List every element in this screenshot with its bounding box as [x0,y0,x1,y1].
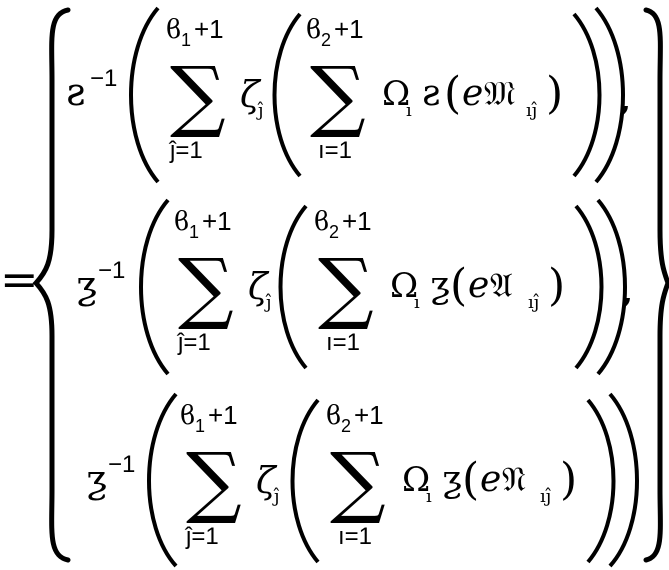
omega: Ω [402,460,430,500]
outer-paren-right [594,6,625,184]
inner-upper-plus: +1 [342,206,372,236]
omega: Ω [382,74,410,114]
inner-sum-sigma: ∑ [330,437,386,527]
function: ƨ [422,73,440,114]
row-comma: , [622,270,633,311]
inner-lower-limit: ı=1 [338,523,372,550]
zeta: ζ [256,461,278,502]
inverse-function: ƺ [76,263,97,307]
outer-upper-var: ϐ [174,207,189,237]
zeta: ζ [240,75,262,116]
equation-row-2: ƺ −1 ϐ 1 +1 ∑ ĵ=1 ζ ĵ ϐ 2 +1 ∑ ı=1 Ω ı ƺ… [76,198,633,376]
inner-upper-var: ϐ [314,207,329,237]
inner-paren-right [572,12,602,178]
zeta-subscript: ĵ [256,100,264,121]
outer-sum-sigma: ∑ [178,243,234,333]
outer-lower-limit: ĵ=1 [184,523,219,550]
outer-sum-sigma: ∑ [186,437,242,527]
outer-lower-limit: ĵ=1 [168,137,203,164]
inverse-function: ƺ [86,457,107,501]
omega: Ω [390,266,418,306]
function: ƺ [430,265,450,306]
inner-paren-left [290,398,320,564]
inner-upper-sub: 2 [341,416,351,436]
zeta-subscript: ĵ [264,292,272,313]
inner-upper-var: ϐ [306,15,321,45]
outer-paren-left [147,392,178,568]
outer-upper-sub: 1 [195,416,205,436]
arg-e: e [462,73,483,114]
arg-e: e [468,265,489,306]
inner-upper-plus: +1 [334,14,364,44]
arg-fraktur: 𝔄 [490,266,513,306]
outer-upper-sub: 1 [181,30,191,50]
inner-paren-left [278,204,308,370]
row-comma: , [620,78,631,119]
zeta-subscript: ĵ [272,486,280,507]
inner-lower-limit: ı=1 [326,329,360,356]
inner-paren-right [574,204,604,370]
outer-lower-limit: ĵ=1 [176,329,211,356]
outer-paren-left [129,6,160,184]
inverse-exponent: −1 [108,451,135,478]
outer-upper-var: ϐ [180,401,195,431]
outer-sum-sigma: ∑ [170,51,226,141]
arg-e: e [480,459,501,500]
outer-paren-right [608,392,639,568]
arg-paren-right: ) [546,68,563,119]
outer-upper-plus: +1 [194,14,224,44]
function: ƺ [442,459,462,500]
zeta: ζ [248,267,270,308]
equation-row-1: ƨ −1 ϐ 1 +1 ∑ ĵ=1 ζ ĵ ϐ 2 +1 ∑ ı=1 Ω ı ƨ… [66,6,631,184]
outer-upper-sub: 1 [189,222,199,242]
arg-subscript: ıĵ [540,486,552,507]
outer-paren-left [139,198,170,376]
arg-paren-right: ) [548,260,565,311]
arg-paren-left: ( [462,454,479,505]
arg-paren-left: ( [450,260,467,311]
right-brace [643,7,669,563]
omega-subscript: ı [426,486,432,507]
arg-paren-left: ( [444,68,461,119]
inner-sum-sigma: ∑ [318,243,374,333]
arg-fraktur: 𝔐 [484,74,515,114]
outer-upper-plus: +1 [202,206,232,236]
inverse-function: ƨ [66,70,86,114]
outer-upper-plus: +1 [208,400,238,430]
arg-fraktur: 𝔑 [502,460,526,500]
inner-paren-left [272,12,302,178]
arg-subscript: ıĵ [528,292,540,313]
inner-upper-sub: 2 [329,222,339,242]
inverse-exponent: −1 [90,65,117,92]
inner-paren-right [586,398,616,564]
inner-upper-sub: 2 [321,30,331,50]
omega-subscript: ı [414,292,420,313]
arg-subscript: ıĵ [526,100,538,121]
arg-paren-right: ) [560,454,577,505]
omega-subscript: ı [406,100,412,121]
outer-paren-right [596,198,627,376]
inner-lower-limit: ı=1 [318,137,352,164]
equals-sign: = [0,252,39,306]
inverse-exponent: −1 [98,257,125,284]
inner-sum-sigma: ∑ [310,51,366,141]
left-brace [32,7,71,563]
outer-upper-var: ϐ [166,15,181,45]
inner-upper-var: ϐ [326,401,341,431]
inner-upper-plus: +1 [354,400,384,430]
equation-row-3: ƺ −1 ϐ 1 +1 ∑ ĵ=1 ζ ĵ ϐ 2 +1 ∑ ı=1 Ω ı ƺ… [86,392,639,568]
